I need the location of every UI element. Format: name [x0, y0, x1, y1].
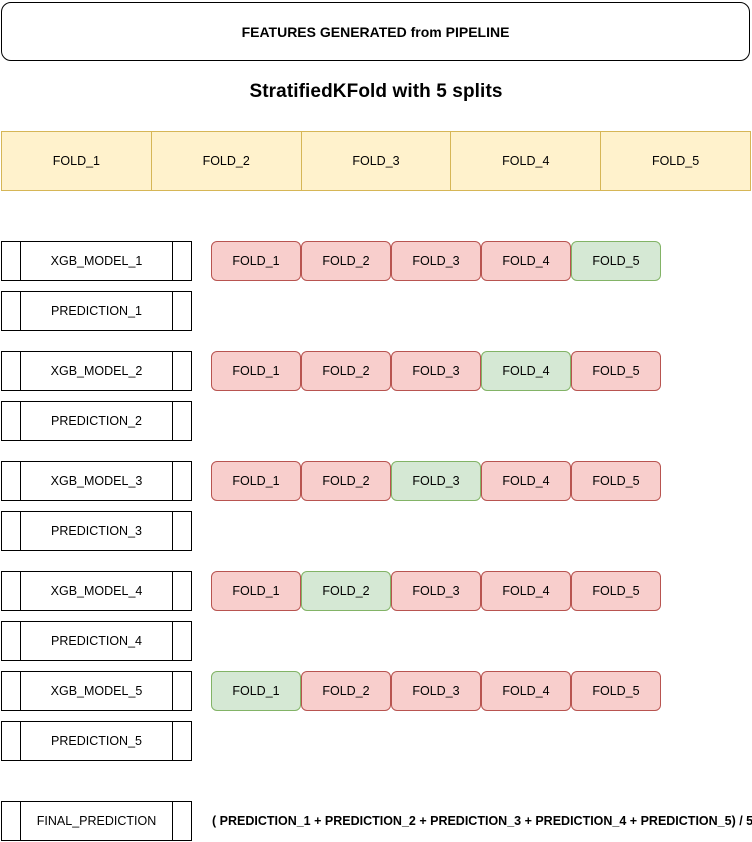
dataset-fold-3: FOLD_3	[301, 131, 452, 191]
xgb-model-box-4: XGB_MODEL_4	[1, 571, 192, 611]
validation-fold-1: FOLD_1	[211, 671, 301, 711]
dataset-fold-4: FOLD_4	[451, 131, 602, 191]
xgb-model-label: XGB_MODEL_3	[50, 474, 143, 488]
xgb-model-box-3: XGB_MODEL_3	[1, 461, 192, 501]
validation-fold-5: FOLD_5	[571, 241, 661, 281]
final-prediction-label: FINAL_PREDICTION	[36, 814, 157, 828]
training-fold-1: FOLD_1	[211, 241, 301, 281]
training-fold-2: FOLD_2	[301, 671, 391, 711]
training-fold-3: FOLD_3	[391, 241, 481, 281]
xgb-model-box-5: XGB_MODEL_5	[1, 671, 192, 711]
final-prediction-formula: ( PREDICTION_1 + PREDICTION_2 + PREDICTI…	[212, 814, 752, 828]
training-fold-4: FOLD_4	[481, 461, 571, 501]
prediction-label: PREDICTION_2	[51, 414, 142, 428]
training-fold-4: FOLD_4	[481, 571, 571, 611]
training-fold-5: FOLD_5	[571, 461, 661, 501]
training-fold-5: FOLD_5	[571, 671, 661, 711]
training-fold-1: FOLD_1	[211, 351, 301, 391]
dataset-fold-1: FOLD_1	[1, 131, 152, 191]
dataset-fold-2: FOLD_2	[151, 131, 302, 191]
final-prediction-box: FINAL_PREDICTION	[1, 801, 192, 841]
training-fold-4: FOLD_4	[481, 671, 571, 711]
prediction-box-2: PREDICTION_2	[1, 401, 192, 441]
training-fold-5: FOLD_5	[571, 351, 661, 391]
dataset-folds-row: FOLD_1 FOLD_2 FOLD_3 FOLD_4 FOLD_5	[1, 131, 751, 191]
validation-fold-2: FOLD_2	[301, 571, 391, 611]
prediction-box-3: PREDICTION_3	[1, 511, 192, 551]
training-fold-3: FOLD_3	[391, 671, 481, 711]
training-fold-1: FOLD_1	[211, 461, 301, 501]
training-fold-2: FOLD_2	[301, 461, 391, 501]
xgb-model-box-2: XGB_MODEL_2	[1, 351, 192, 391]
training-fold-1: FOLD_1	[211, 571, 301, 611]
pipeline-header-title: FEATURES GENERATED from PIPELINE	[241, 23, 510, 40]
validation-fold-4: FOLD_4	[481, 351, 571, 391]
xgb-model-label: XGB_MODEL_4	[50, 584, 143, 598]
training-fold-2: FOLD_2	[301, 351, 391, 391]
xgb-model-box-1: XGB_MODEL_1	[1, 241, 192, 281]
training-fold-2: FOLD_2	[301, 241, 391, 281]
training-fold-5: FOLD_5	[571, 571, 661, 611]
training-fold-3: FOLD_3	[391, 571, 481, 611]
prediction-label: PREDICTION_3	[51, 524, 142, 538]
training-fold-4: FOLD_4	[481, 241, 571, 281]
prediction-label: PREDICTION_1	[51, 304, 142, 318]
dataset-fold-5: FOLD_5	[601, 131, 751, 191]
xgb-model-label: XGB_MODEL_2	[50, 364, 143, 378]
xgb-model-label: XGB_MODEL_5	[50, 684, 143, 698]
prediction-label: PREDICTION_4	[51, 634, 142, 648]
training-fold-3: FOLD_3	[391, 351, 481, 391]
prediction-label: PREDICTION_5	[51, 734, 142, 748]
pipeline-header: FEATURES GENERATED from PIPELINE	[1, 2, 750, 61]
prediction-box-5: PREDICTION_5	[1, 721, 192, 761]
kfold-title: StratifiedKFold with 5 splits	[249, 81, 503, 102]
prediction-box-1: PREDICTION_1	[1, 291, 192, 331]
prediction-box-4: PREDICTION_4	[1, 621, 192, 661]
validation-fold-3: FOLD_3	[391, 461, 481, 501]
xgb-model-label: XGB_MODEL_1	[50, 254, 143, 268]
